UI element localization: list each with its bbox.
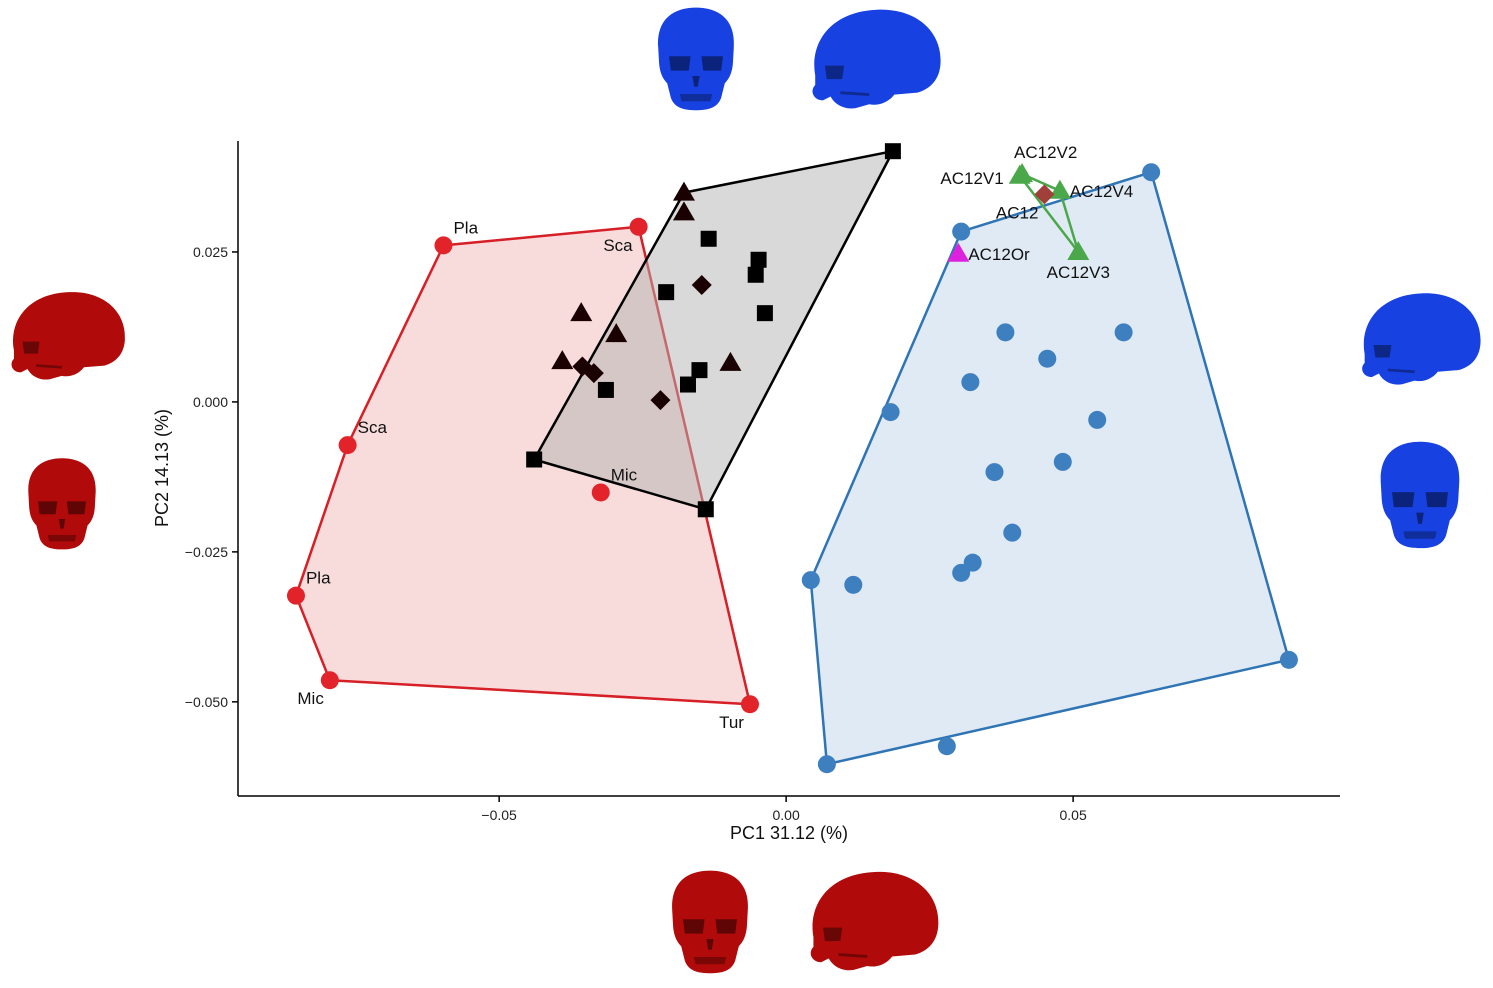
x-tick-label: 0.05 <box>1059 807 1086 823</box>
skull-side-render-top-right <box>811 8 943 110</box>
y-axis-title: PC2 14.13 (%) <box>152 409 172 527</box>
y-tick-label: −0.025 <box>185 544 228 560</box>
red-circle-point-3 <box>591 483 610 502</box>
blue-circle-point-16 <box>937 737 956 756</box>
red-circle-point-1 <box>629 217 648 236</box>
black-diamond-point-15 <box>583 363 604 384</box>
point-label-ac12: AC12 <box>996 203 1039 222</box>
black-square-point-4 <box>750 251 767 268</box>
blue-group-hull <box>809 170 1291 766</box>
skull-front-render-left-bottom <box>28 458 96 550</box>
skull-side-render-bottom-right <box>809 870 941 972</box>
black-triangle-point-2 <box>672 201 695 221</box>
blue-circle-point-8 <box>1053 452 1072 471</box>
black-square-point-7 <box>658 284 675 301</box>
blue-circle-point-3 <box>1114 323 1133 342</box>
point-label-mic: Mic <box>611 465 638 484</box>
black-triangle-point-12 <box>719 351 742 371</box>
red-circle-point-4 <box>286 586 305 605</box>
point-label-pla: Pla <box>306 569 331 588</box>
magenta-triangle-point-0 <box>947 242 970 262</box>
point-label-mic: Mic <box>297 689 324 708</box>
black-square-point-19 <box>526 451 543 468</box>
brown-diamond-point-0 <box>1034 184 1055 205</box>
blue-circle-point-7 <box>1088 410 1107 429</box>
blue-circle-point-0 <box>1142 163 1161 182</box>
skull-front-render-top-left <box>658 7 734 111</box>
blue-circle-point-17 <box>817 755 836 774</box>
black-diamond-point-18 <box>650 390 671 411</box>
ac12-variant-path <box>1018 172 1080 253</box>
x-tick-label: 0.00 <box>773 807 800 823</box>
skull-side-render-left-top <box>10 290 127 382</box>
red-circle-point-2 <box>338 436 357 455</box>
blue-circle-point-15 <box>1279 650 1298 669</box>
point-label-ac12v1: AC12V1 <box>940 169 1003 188</box>
black-square-point-0 <box>884 143 901 160</box>
black-triangle-point-9 <box>570 302 593 322</box>
point-label-ac12v2: AC12V2 <box>1014 143 1077 162</box>
y-tick-label: 0.025 <box>193 244 228 260</box>
blue-circle-point-1 <box>952 222 971 241</box>
black-diamond-point-6 <box>691 274 712 295</box>
x-tick-label: −0.05 <box>481 807 517 823</box>
green-triangle-point-2 <box>1048 179 1071 199</box>
blue-circle-point-11 <box>963 553 982 572</box>
y-tick-label: −0.050 <box>185 694 228 710</box>
black-square-point-3 <box>700 230 717 247</box>
black-triangle-point-10 <box>605 323 628 343</box>
skull-side-render-right-top <box>1360 291 1482 386</box>
axes <box>237 141 1340 797</box>
red-circle-point-0 <box>434 236 453 255</box>
black-square-point-14 <box>691 362 708 379</box>
blue-circle-point-14 <box>844 575 863 594</box>
skull-front-render-right-bottom <box>1380 441 1460 549</box>
point-label-sca: Sca <box>358 418 388 437</box>
green-triangle-point-3 <box>1067 240 1090 260</box>
black-square-point-16 <box>679 376 696 393</box>
red-circle-point-5 <box>320 671 339 690</box>
point-label-pla: Pla <box>453 218 478 237</box>
green-triangle-point-1 <box>1008 164 1031 184</box>
x-axis-title: PC1 31.12 (%) <box>730 823 848 843</box>
black-triangle-point-11 <box>551 350 574 370</box>
blue-circle-point-12 <box>952 563 971 582</box>
blue-circle-point-2 <box>996 323 1015 342</box>
black-triangle-point-1 <box>672 181 695 201</box>
y-tick-label: 0.000 <box>193 394 228 410</box>
skull-front-render-bottom-left <box>672 870 748 974</box>
black-square-point-8 <box>756 305 773 322</box>
blue-circle-point-5 <box>961 373 980 392</box>
blue-circle-point-10 <box>1003 523 1022 542</box>
blue-circle-point-13 <box>801 571 820 590</box>
blue-circle-point-6 <box>881 403 900 422</box>
black-square-point-20 <box>697 501 714 518</box>
point-label-tur: Tur <box>719 713 744 732</box>
point-label-sca: Sca <box>603 236 633 255</box>
point-label-ac12or: AC12Or <box>968 245 1030 264</box>
black-square-point-17 <box>597 381 614 398</box>
point-label-ac12v4: AC12V4 <box>1070 182 1133 201</box>
black-square-point-5 <box>747 266 764 283</box>
point-label-ac12v3: AC12V3 <box>1047 263 1110 282</box>
blue-circle-point-4 <box>1038 349 1057 368</box>
blue-circle-point-9 <box>985 463 1004 482</box>
red-circle-point-6 <box>740 695 759 714</box>
